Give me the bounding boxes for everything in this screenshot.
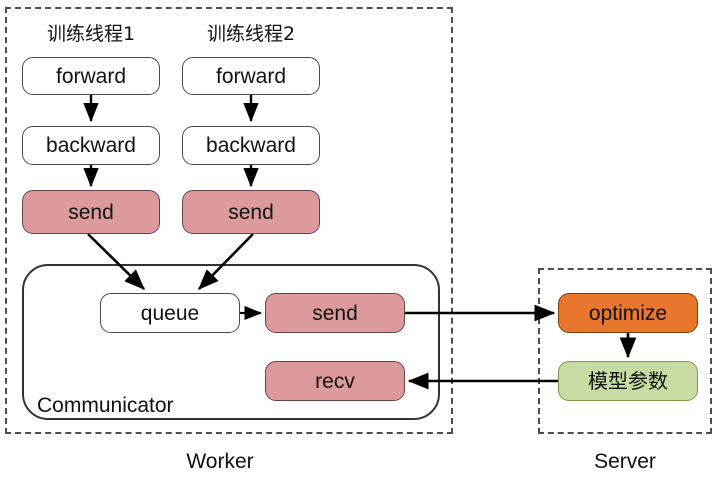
node-communicator-send[interactable]: send [265,293,405,333]
node-thread2-backward[interactable]: backward [182,126,320,165]
worker-group-box [5,7,453,434]
node-thread2-send[interactable]: send [182,190,320,234]
column-title-thread1: 训练线程1 [46,23,136,45]
column-title-thread2: 训练线程2 [206,23,296,45]
server-group-label: Server [594,450,656,473]
node-communicator-recv[interactable]: recv [265,361,405,401]
node-thread2-forward[interactable]: forward [182,57,320,95]
node-queue[interactable]: queue [100,293,240,333]
node-optimize[interactable]: optimize [558,293,698,333]
node-thread1-send[interactable]: send [22,190,160,234]
communicator-label: Communicator [37,394,174,417]
node-model-params[interactable]: 模型参数 [558,361,698,401]
worker-group-label: Worker [186,450,254,473]
server-group-box [538,268,712,434]
node-thread1-forward[interactable]: forward [22,57,160,95]
node-thread1-backward[interactable]: backward [22,126,160,165]
